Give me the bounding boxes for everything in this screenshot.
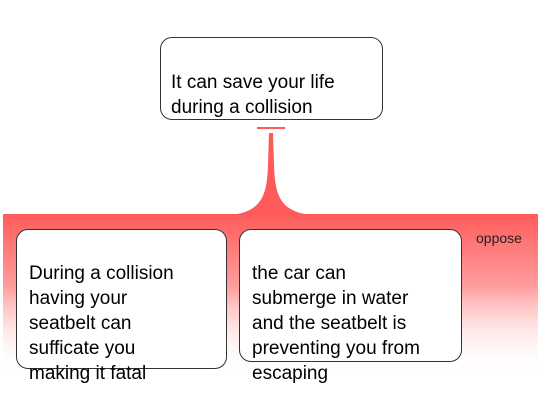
premise-box[interactable]: During a collision having your seatbelt … bbox=[16, 229, 227, 384]
claim-box[interactable]: It can save your life during a collision bbox=[160, 37, 383, 120]
premise-box[interactable]: the car can submerge in water and the se… bbox=[239, 229, 462, 384]
objection-stem bbox=[230, 133, 312, 215]
premise-text: During a collision having your seatbelt … bbox=[29, 263, 174, 384]
claim-text: It can save your life during a collision bbox=[171, 72, 335, 118]
premise-text: the car can submerge in water and the se… bbox=[252, 263, 420, 384]
oppose-label: oppose bbox=[476, 230, 522, 246]
